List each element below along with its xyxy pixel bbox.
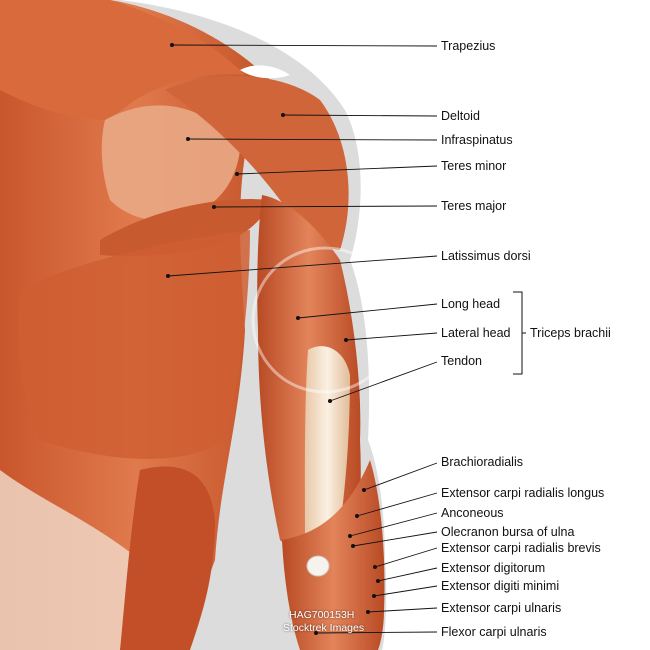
lower-back-fascia	[0, 470, 145, 650]
leader-line-infraspinatus	[187, 138, 438, 141]
label-lateral-head: Lateral head	[441, 326, 511, 340]
label-deltoid: Deltoid	[441, 109, 480, 123]
leader-line-lateral-head	[345, 332, 438, 341]
trapezius-muscle	[0, 0, 245, 120]
watermark-id: HAG700153H	[289, 609, 355, 621]
label-extensor-carpi-radialis-longus: Extensor carpi radialis longus	[441, 486, 605, 500]
leader-dot-teres-minor	[235, 172, 239, 176]
triceps-bracket	[513, 291, 526, 375]
label-latissimus-dorsi: Latissimus dorsi	[441, 249, 531, 263]
label-tendon: Tendon	[441, 354, 483, 368]
triceps-tendon	[304, 346, 350, 562]
watermark-credit: Stocktrek Images	[283, 622, 365, 634]
leader-dot-brachioradialis	[362, 488, 366, 492]
leader-dot-extensor-digitorum	[376, 579, 380, 583]
leader-dot-tendon	[328, 399, 332, 403]
leader-line-extensor-digitorum	[377, 567, 438, 582]
leader-line-tendon	[329, 361, 438, 402]
label-extensor-digiti-minimi: Extensor digiti minimi	[441, 579, 560, 593]
leader-dot-trapezius	[170, 43, 174, 47]
leader-dot-long-head	[296, 316, 300, 320]
forearm	[282, 460, 385, 650]
flank-muscle	[120, 466, 215, 650]
leader-dot-latissimus-dorsi	[166, 274, 170, 278]
label-extensor-carpi-radialis-brevis: Extensor carpi radialis brevis	[441, 541, 601, 555]
leader-line-anconeous	[349, 512, 438, 537]
leader-line-brachioradialis	[363, 462, 438, 491]
leader-line-trapezius	[171, 44, 438, 47]
label-extensor-carpi-ulnaris: Extensor carpi ulnaris	[441, 601, 562, 615]
leader-line-olecranon-bursa	[352, 531, 438, 547]
label-olecranon-bursa: Olecranon bursa of ulna	[441, 525, 575, 539]
leader-dot-deltoid	[281, 113, 285, 117]
leader-dot-flexor-carpi-ulnaris	[314, 631, 318, 635]
leader-dot-infraspinatus	[186, 137, 190, 141]
label-brachioradialis: Brachioradialis	[441, 455, 523, 469]
leader-dot-anconeous	[348, 534, 352, 538]
leader-dot-extensor-carpi-radialis-brevis	[373, 565, 377, 569]
leader-line-extensor-carpi-ulnaris	[367, 607, 438, 613]
watermark-circle	[251, 246, 399, 394]
label-teres-minor: Teres minor	[441, 159, 507, 173]
leader-line-extensor-digiti-minimi	[373, 585, 438, 597]
leader-line-flexor-carpi-ulnaris	[315, 631, 438, 634]
label-long-head: Long head	[441, 297, 501, 311]
infraspinatus-muscle	[101, 105, 240, 222]
label-infraspinatus: Infraspinatus	[441, 133, 513, 147]
leader-line-teres-major	[213, 205, 438, 208]
leader-line-deltoid	[282, 114, 438, 117]
leader-dot-teres-major	[212, 205, 216, 209]
label-trapezius: Trapezius	[441, 39, 496, 53]
acromion	[240, 65, 290, 79]
latissimus-muscle	[18, 230, 251, 459]
label-teres-major: Teres major	[441, 199, 507, 213]
teres-major-muscle	[100, 199, 270, 257]
leader-line-extensor-carpi-radialis-brevis	[374, 547, 438, 568]
leader-dot-olecranon-bursa	[351, 544, 355, 548]
leader-lines	[166, 43, 438, 635]
label-extensor-digitorum: Extensor digitorum	[441, 561, 546, 575]
label-flexor-carpi-ulnaris: Flexor carpi ulnaris	[441, 625, 547, 639]
leader-dot-extensor-digiti-minimi	[372, 594, 376, 598]
label-triceps-brachii: Triceps brachii	[530, 326, 611, 340]
olecranon-bursa	[306, 555, 330, 577]
leader-line-long-head	[297, 303, 438, 319]
leader-dot-extensor-carpi-radialis-longus	[355, 514, 359, 518]
label-anconeous: Anconeous	[441, 506, 504, 520]
leader-dot-extensor-carpi-ulnaris	[366, 610, 370, 614]
leader-line-extensor-carpi-radialis-longus	[356, 492, 438, 517]
leader-dot-lateral-head	[344, 338, 348, 342]
leader-line-latissimus-dorsi	[167, 255, 438, 277]
leader-line-teres-minor	[236, 165, 438, 175]
